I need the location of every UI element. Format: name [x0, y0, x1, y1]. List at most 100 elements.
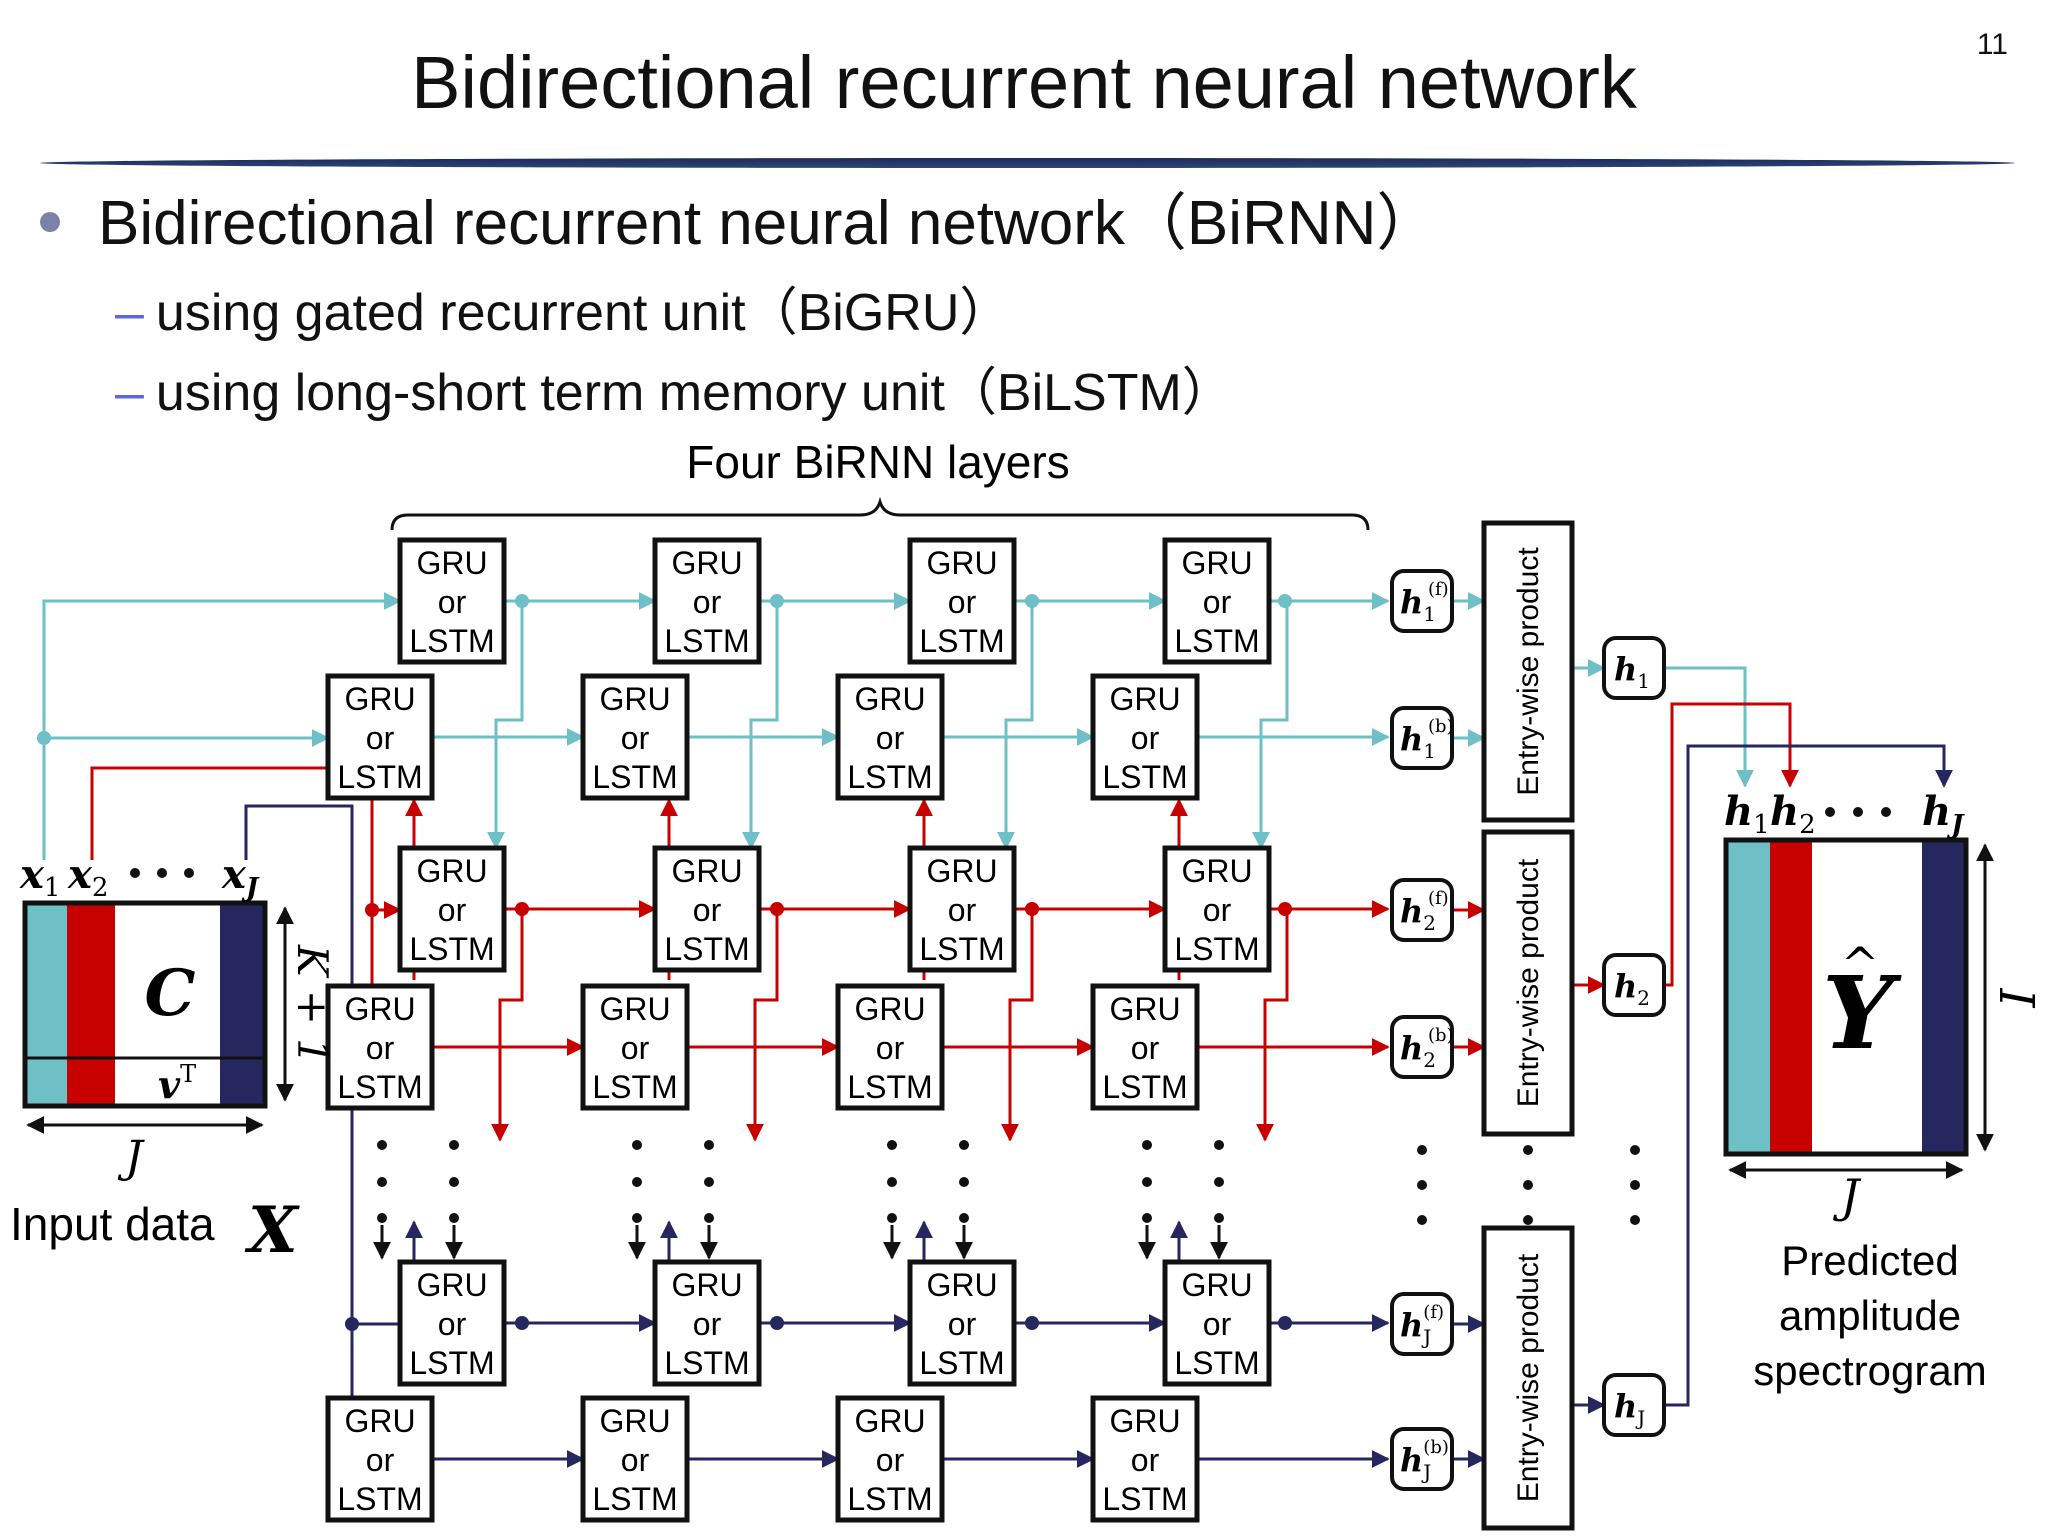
cell-frame [652, 1259, 762, 1387]
input-height-label: K + 1 [288, 944, 337, 1065]
badge-frame [1602, 636, 1666, 700]
entrywise-product-box: Entry-wise product [1481, 829, 1575, 1137]
red-input-trunk [90, 766, 374, 910]
product-label: Entry-wise product [1512, 547, 1545, 796]
cell-label-line: LSTM [847, 1069, 932, 1105]
cell-label-line: LSTM [337, 1481, 422, 1517]
output-ellipsis-dots [1825, 807, 1891, 817]
cell-label-line: or [693, 892, 722, 928]
combined-state-badge: hJ [1602, 1373, 1666, 1437]
cell-label-line: GRU [599, 681, 670, 717]
cell-frame [652, 845, 762, 973]
input-col-x1-label: x1 [19, 851, 60, 903]
h1-to-output [1664, 666, 1754, 788]
cell-label-line: or [1131, 1442, 1160, 1478]
continuation-dot [1630, 1215, 1640, 1225]
slide-title: Bidirectional recurrent neural network [411, 41, 1637, 124]
continuation-dot [377, 1177, 387, 1187]
hj-to-output [1664, 744, 1953, 1407]
cell-label-line: GRU [344, 681, 415, 717]
input-column-x1 [25, 903, 67, 1106]
h2-to-output [1664, 702, 1799, 987]
input-matrix: C vT [22, 900, 268, 1109]
cell-frame [1090, 983, 1200, 1111]
cell-label-line: GRU [344, 991, 415, 1027]
continuation-dot [887, 1213, 897, 1223]
input-caption-symbol: X [244, 1193, 300, 1268]
continuation-dot [1142, 1213, 1152, 1223]
cell-frame [580, 673, 690, 801]
badge-frame [1390, 878, 1454, 942]
bullet-main: Bidirectional recurrent neural network（B… [40, 188, 1438, 260]
junction-dot [1025, 902, 1039, 916]
hidden-state-badge: h1(f) [1390, 569, 1454, 633]
cell-frame [397, 845, 507, 973]
cell-label-line: or [438, 584, 467, 620]
cell-frame [1162, 1259, 1272, 1387]
product-label: Entry-wise product [1512, 858, 1545, 1107]
continuation-dot [959, 1140, 969, 1150]
continuation-dot [1214, 1213, 1224, 1223]
input-column-x2 [67, 903, 115, 1106]
input-width-label: J [117, 1132, 145, 1183]
input-matrix-frame [22, 900, 268, 1109]
sub-bullet-text: using long-short term memory unit（BiLSTM… [155, 364, 1234, 422]
output-caption-line1: Predicted [1781, 1237, 1958, 1284]
badge-symbol: hJ(f) [1400, 1302, 1444, 1349]
continuation-dot [1523, 1215, 1533, 1225]
product-label: Entry-wise product [1512, 1253, 1545, 1502]
cell-label-line: or [1203, 584, 1232, 620]
badge-frame [1390, 1292, 1454, 1356]
badge-frame [1390, 569, 1454, 633]
continuation-dot [1214, 1177, 1224, 1187]
output-caption-line2: amplitude [1779, 1292, 1961, 1339]
input-col-x2-label: x2 [67, 851, 108, 903]
continuation-dot [1417, 1145, 1427, 1155]
cell-frame [907, 537, 1017, 665]
continuation-dot [377, 1213, 387, 1223]
cell-frame [325, 983, 435, 1111]
sub-bullet-bigru: –using gated recurrent unit（BiGRU） [115, 282, 1011, 344]
product-frame [1481, 520, 1575, 823]
cell-label-line: GRU [854, 1403, 925, 1439]
cell-label-line: or [876, 1030, 905, 1066]
badge-frame [1390, 1015, 1454, 1079]
input-col-xj-label: xJ [221, 851, 260, 903]
cell-label-line: GRU [1181, 545, 1252, 581]
product-frame [1481, 829, 1575, 1137]
continuation-dot [632, 1140, 642, 1150]
continuation-dot [704, 1213, 714, 1223]
cell-label-line: LSTM [1102, 759, 1187, 795]
input-caption: Input data [10, 1198, 215, 1250]
junction-dot [515, 902, 529, 916]
cell-frame [325, 673, 435, 801]
sub-bullet-text: using gated recurrent unit（BiGRU） [155, 284, 1012, 342]
cell-frame [397, 537, 507, 665]
output-col-h1-label: h1 [1724, 788, 1770, 840]
continuation-dot [449, 1140, 459, 1150]
cell-frame [1162, 537, 1272, 665]
badge-frame [1602, 1373, 1666, 1437]
continuation-dot [632, 1177, 642, 1187]
brace-label: Four BiRNN layers [686, 436, 1069, 488]
continuation-dot [959, 1213, 969, 1223]
badge-symbol: h1 [1614, 650, 1650, 693]
cell-label-line: or [621, 1442, 650, 1478]
output-caption-line3: spectrogram [1753, 1347, 1986, 1394]
input-ellipsis-dots [130, 868, 194, 878]
hidden-state-badge: h2(f) [1390, 878, 1454, 942]
input-column-xj [220, 903, 265, 1106]
cell-label-line: or [876, 720, 905, 756]
